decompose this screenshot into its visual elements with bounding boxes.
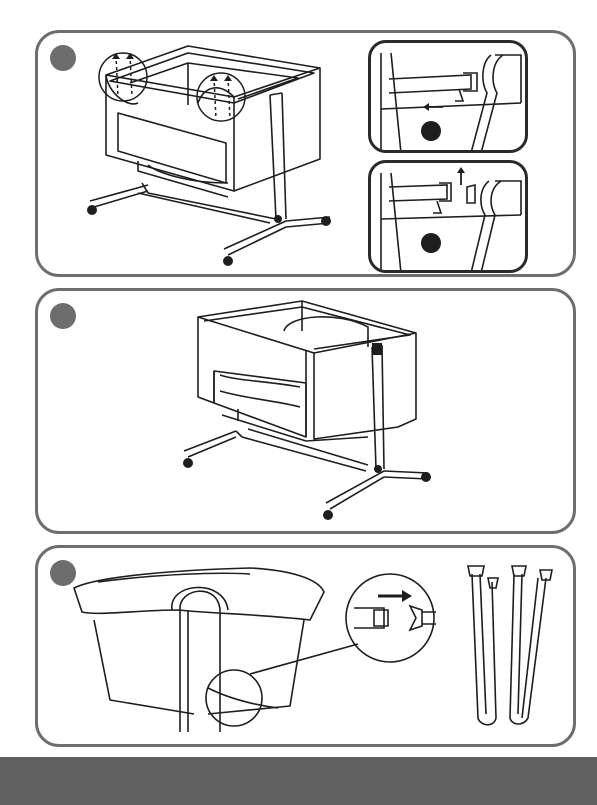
inset-step-marker bbox=[421, 121, 441, 141]
arrow-left-icon bbox=[423, 103, 443, 111]
arrow-right-icon bbox=[378, 590, 412, 602]
strap-icon bbox=[468, 566, 552, 725]
footer-bar bbox=[0, 757, 597, 805]
panel-step-1 bbox=[35, 30, 576, 277]
detail-inset-unlock bbox=[368, 40, 528, 153]
detail-inset-lift bbox=[368, 160, 528, 273]
buckle-icon bbox=[354, 606, 436, 630]
crib-illustration-side-open bbox=[38, 291, 579, 537]
arrow-up-icon bbox=[457, 167, 465, 185]
panel-step-2 bbox=[35, 288, 576, 534]
crib-rear-strap-illustration bbox=[38, 548, 579, 750]
inset-step-marker bbox=[421, 233, 441, 253]
panel-step-3 bbox=[35, 545, 576, 747]
